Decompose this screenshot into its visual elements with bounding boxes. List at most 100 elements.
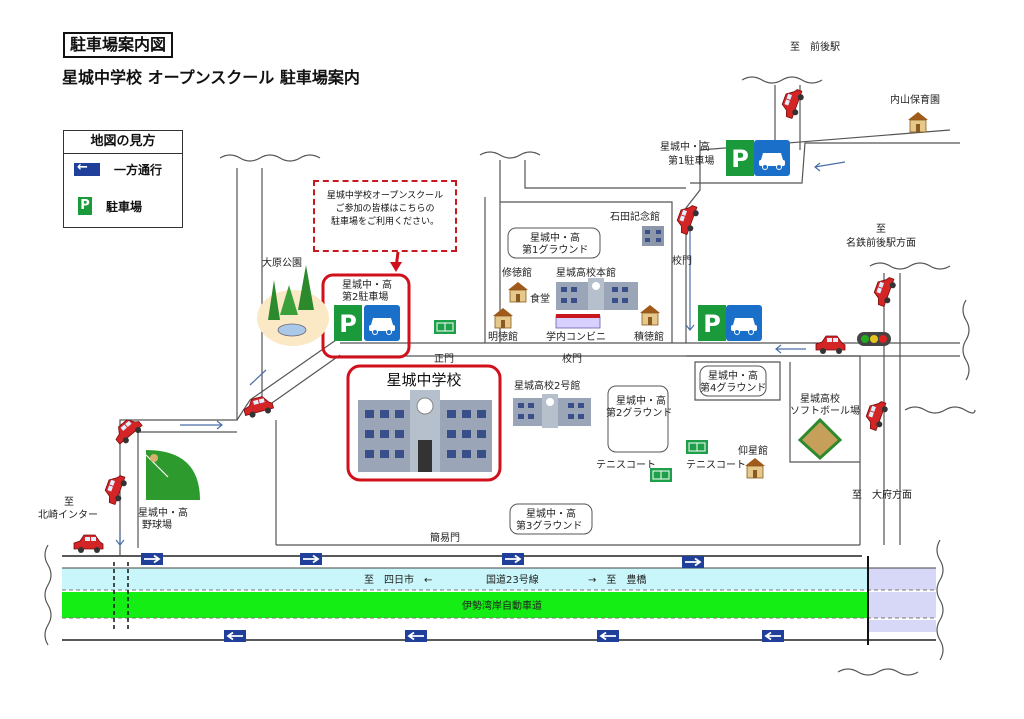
one-way-arrow-icon: [404, 629, 428, 643]
label-toyohashi: → 至 豊橋: [588, 573, 646, 586]
parking-car-icon: [363, 304, 401, 342]
label-sekitokukan: 積徳館: [634, 330, 664, 343]
map-edge-wave: [741, 76, 823, 84]
car-icon: [673, 201, 702, 237]
legend-one-way-label: 一方通行: [114, 163, 163, 177]
label-yokkaichi: 至 四日市 ←: [364, 573, 432, 586]
junior-high-building: [358, 390, 492, 472]
label-gyoseikan: 仰星館: [738, 444, 768, 457]
parking-car-icon: [725, 304, 763, 342]
parking-p-icon: [726, 140, 754, 176]
one-way-arrow-icon: [501, 552, 525, 566]
label-kitazaki-line1: 至: [64, 496, 74, 508]
label-building-no2: 星城高校2号館: [514, 379, 580, 392]
one-way-arrow-icon: [596, 629, 620, 643]
highway-band: [62, 555, 936, 645]
legend-one-way: 一方通行: [74, 160, 163, 178]
legend-parking: P 駐車場: [74, 197, 142, 215]
label-meitetsu-line2: 名鉄前後駅方面: [846, 236, 916, 249]
label-route23: 国道23号線: [486, 573, 539, 586]
one-way-arrow-icon: [140, 552, 164, 566]
legend-parking-label: 駐車場: [106, 199, 143, 214]
ground2-box: [607, 385, 669, 453]
map-title: 駐車場案内図: [63, 32, 174, 58]
car-icon: [73, 534, 104, 554]
label-ground4-line2: 第4グラウンド: [700, 381, 766, 394]
note-line-2: ご参加の皆様はこちらの: [335, 204, 435, 214]
label-parking1-line2: 第1駐車場: [668, 154, 714, 167]
map-edge-wave: [219, 154, 321, 162]
note-line-3: 駐車場をご利用ください。: [330, 217, 439, 227]
softball-field-icon: [797, 417, 843, 461]
label-ground2-line2: 第2グラウンド: [606, 406, 672, 419]
meitokukan-building-icon: [492, 307, 514, 329]
label-obu: 至 大府方面: [852, 488, 912, 501]
parking-p-icon: P: [78, 197, 92, 215]
label-maebashi-station: 至 前後駅: [790, 40, 840, 53]
car-icon: [241, 393, 276, 420]
map-edge-wave: [936, 539, 944, 661]
traffic-flow-arrows: [115, 155, 846, 546]
nursery-building-icon: [907, 111, 929, 133]
label-meitokukan: 明徳館: [488, 330, 518, 343]
label-school-gate: 校門: [562, 352, 582, 365]
parking-guidance-note: 星城中学校オープンスクール ご参加の皆様はこちらの 駐車場をご利用ください。: [313, 180, 457, 252]
one-way-arrow-icon: [681, 555, 705, 569]
label-softball-line2: ソフトボール場: [790, 404, 860, 417]
car-icon: [101, 471, 130, 507]
label-parking2-line1: 星城中・高: [342, 278, 392, 291]
legend-title: 地図の見方: [64, 131, 182, 154]
ground4-box: [699, 365, 767, 397]
label-shutokukan: 修徳館: [502, 266, 532, 279]
label-ishida-memorial: 石田記念館: [610, 210, 660, 223]
parking-p-icon: [334, 305, 362, 341]
park-icon: [257, 265, 329, 346]
label-convenience-store: 学内コンビニ: [546, 330, 606, 343]
ishida-memorial-icon: [642, 226, 664, 246]
label-ground2-line1: 星城中・高: [616, 394, 666, 407]
high-school-main-building: [556, 278, 638, 310]
local-roads: [119, 85, 960, 555]
label-kitazaki-line2: 北崎インター: [38, 508, 98, 521]
tennis-court-icon: [433, 319, 457, 335]
label-ground3-line2: 第3グラウンド: [516, 519, 582, 532]
one-way-arrow-icon: [74, 160, 100, 176]
label-junior-high: 星城中学校: [386, 371, 461, 389]
map-edge-wave: [904, 406, 976, 414]
label-simple-gate: 簡易門: [430, 531, 460, 544]
label-baseball-line1: 星城中・高: [138, 506, 188, 519]
sekitokukan-building-icon: [639, 304, 661, 326]
label-cafeteria: 食堂: [530, 292, 550, 305]
map-edge-wave: [479, 151, 541, 159]
ground3-box: [509, 503, 593, 535]
one-way-arrow-icon: [223, 629, 247, 643]
label-meitetsu-line1: 至: [876, 223, 886, 235]
car-icon: [778, 85, 807, 121]
gyoseikan-building-icon: [744, 457, 766, 479]
shutokukan-building-icon: [507, 281, 529, 303]
convenience-store-icon: [555, 314, 601, 329]
label-softball-line1: 星城高校: [800, 392, 840, 405]
parking-car-icon: [753, 139, 791, 177]
label-tennis-court-1: テニスコート: [596, 460, 656, 471]
car-icon: [862, 397, 891, 433]
traffic-light-icon: [857, 332, 891, 346]
label-main-gate: 正門: [434, 353, 454, 365]
map-subtitle: 星城中学校 オープンスクール 駐車場案内: [62, 68, 360, 87]
map-edge-wave: [869, 262, 951, 270]
label-parking1-line1: 星城中・高: [660, 140, 710, 153]
one-way-arrow-icon: [299, 552, 323, 566]
label-ground1-line1: 星城中・高: [530, 231, 580, 244]
label-ohara-park: 大原公園: [262, 256, 302, 269]
ground1-box: [507, 227, 601, 259]
car-icon: [815, 335, 846, 355]
parking-p-icon: [698, 305, 726, 341]
label-ground4-line1: 星城中・高: [708, 369, 758, 382]
label-uchiyama-nursery: 内山保育園: [890, 93, 940, 106]
label-tennis-court-2: テニスコート: [686, 460, 746, 471]
building-no2: [513, 394, 591, 428]
map-edge-wave: [44, 544, 52, 646]
tennis-court-icon: [685, 439, 709, 455]
map-legend: 地図の見方 一方通行 P 駐車場: [63, 130, 183, 228]
